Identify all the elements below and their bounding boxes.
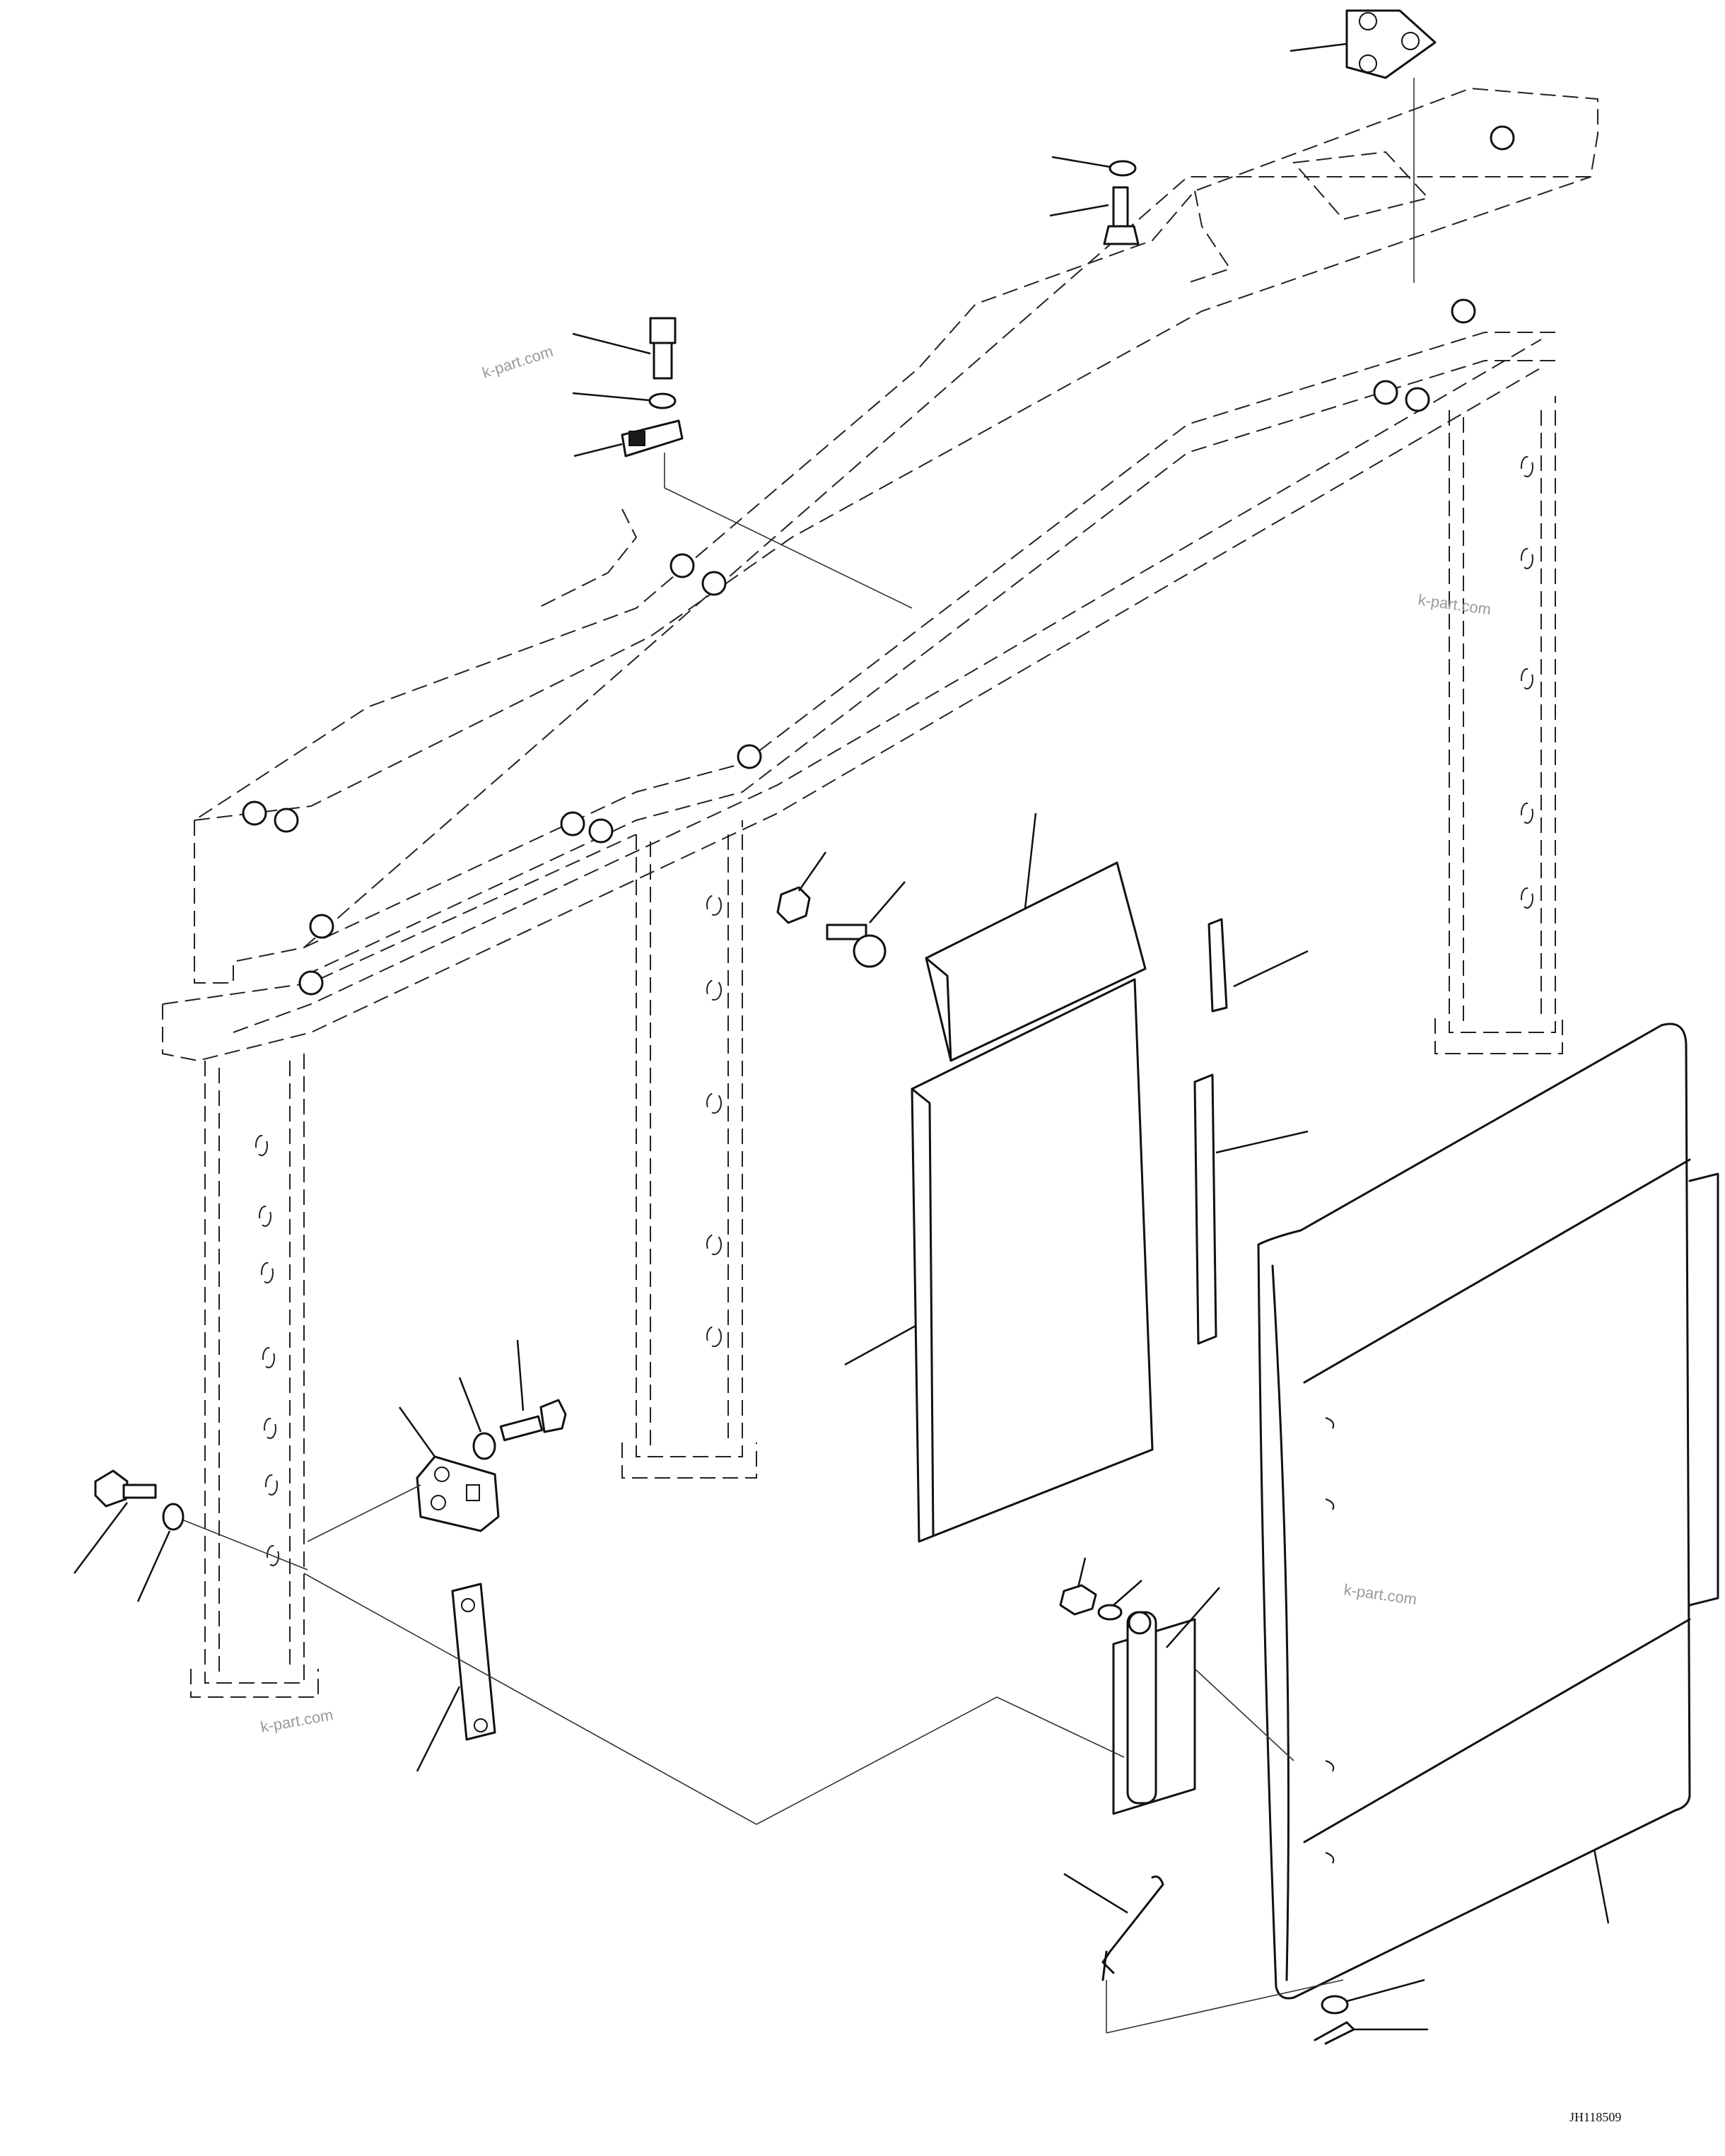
hinge	[1112, 1587, 1294, 1815]
insulation-pad-top	[925, 812, 1147, 1062]
lower-washer-left	[136, 1503, 308, 1602]
door-washer	[1321, 1979, 1425, 2015]
cotter-pin	[1314, 2021, 1428, 2045]
cab-frame	[162, 87, 1598, 1698]
plate-washer	[458, 1377, 496, 1460]
seal-strip-1	[1208, 918, 1309, 1013]
knob-bolt	[826, 881, 906, 968]
upper-left-bolt	[572, 317, 677, 380]
watermark-4: k-part.com	[259, 1706, 335, 1736]
upper-left-clip	[573, 419, 913, 609]
door-panel	[1257, 1022, 1719, 2000]
link-plate	[416, 1583, 496, 1772]
top-washer	[1051, 156, 1137, 177]
watermark-2: k-part.com	[1417, 590, 1492, 618]
frame-holes	[255, 456, 1533, 1566]
watermark-1: k-part.com	[480, 342, 556, 382]
hinge-nut	[1059, 1557, 1097, 1616]
plate-bolt	[499, 1339, 567, 1442]
drawing-code: JH118509	[1569, 2110, 1621, 2124]
assembly-guide-line	[303, 1573, 1125, 1825]
seal-strip-2	[1193, 1073, 1309, 1345]
top-bolt	[1049, 186, 1140, 245]
hinge-plate-left	[307, 1406, 500, 1542]
hex-nut	[776, 851, 827, 924]
top-bracket	[1290, 9, 1437, 283]
lock-pin	[1063, 1872, 1344, 2034]
insulation-pad-main	[844, 978, 1154, 1543]
upper-left-washer	[572, 392, 677, 409]
hinge-washer	[1097, 1580, 1142, 1621]
lower-bolt-left	[74, 1469, 157, 1574]
frame-bolts	[242, 125, 1515, 996]
